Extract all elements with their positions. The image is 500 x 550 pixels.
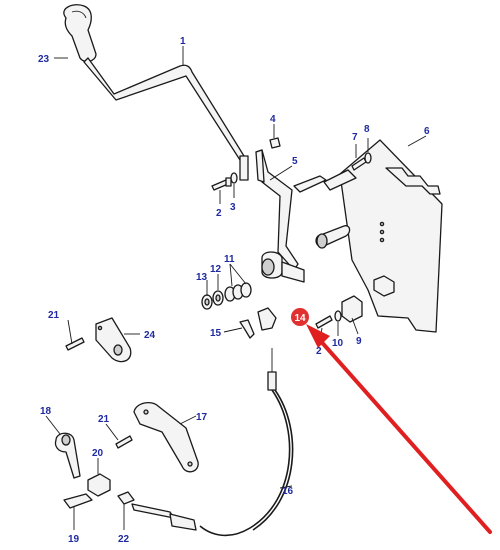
callout-label: 19 (68, 534, 80, 545)
knob-part (63, 4, 97, 63)
screw-21-upper (65, 337, 85, 351)
leader-lines (45, 46, 427, 530)
clip-19 (63, 493, 93, 509)
callout-label: 18 (40, 406, 52, 417)
bush-11 (224, 282, 252, 302)
callout-label: 22 (118, 534, 130, 545)
red-arrow (306, 324, 492, 534)
mounting-plate-part (293, 139, 443, 333)
callout-label: 2 (316, 346, 322, 357)
cable-16 (131, 348, 294, 537)
callout-label: 6 (424, 126, 430, 137)
callout-label: 23 (38, 54, 50, 65)
callout-label: 9 (356, 336, 362, 347)
washer-12 (212, 290, 224, 306)
washer-10 (334, 310, 342, 322)
spring-clip-15 (239, 319, 255, 339)
screw-2-top (211, 177, 232, 191)
callout-label: 3 (230, 202, 236, 213)
lever-part (83, 57, 249, 181)
callout-label: 10 (332, 338, 344, 349)
nut-4 (269, 137, 281, 149)
callout-label: 1 (180, 36, 186, 47)
callout-label: 21 (98, 414, 110, 425)
block-9 (341, 295, 363, 323)
callout-label: 24 (144, 330, 156, 341)
callout-label: 7 (352, 132, 358, 143)
callout-label: 4 (270, 114, 276, 125)
washer-3 (230, 172, 238, 184)
bracket-part (255, 149, 305, 283)
callout-label: 16 (282, 486, 294, 497)
callout-label: 2 (216, 208, 222, 219)
washer-8 (364, 152, 372, 164)
callout-label: 8 (364, 124, 370, 135)
svg-text:14: 14 (294, 313, 306, 324)
callout-label: 17 (196, 412, 208, 423)
callout-label: 15 (210, 328, 222, 339)
lever-18 (54, 432, 81, 479)
washer-13 (201, 294, 213, 310)
callout-label: 5 (292, 156, 298, 167)
callout-label: 11 (224, 254, 235, 265)
connector-20 (87, 473, 111, 497)
nut-22 (117, 491, 135, 505)
callout-label: 21 (48, 310, 60, 321)
callout-label: 12 (210, 264, 222, 275)
plate-17 (133, 401, 199, 473)
screw-21-lower (115, 435, 133, 449)
callout-label: 20 (92, 448, 104, 459)
screw-2-right (315, 315, 333, 329)
highlighted-callout-14: 14 (291, 308, 309, 326)
bracket-plate-24 (95, 317, 132, 363)
clip-part-14 (257, 307, 277, 331)
callout-label: 13 (196, 272, 208, 283)
